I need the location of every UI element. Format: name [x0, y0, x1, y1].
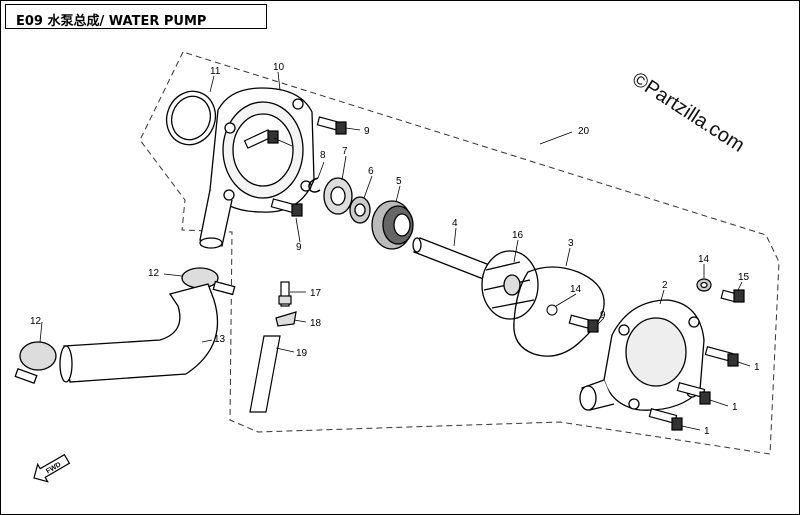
bolt-part-9 — [316, 116, 347, 135]
hose-clamp-part-12 — [181, 267, 236, 296]
callout-17: 17 — [310, 288, 322, 299]
callout-10: 10 — [273, 62, 285, 73]
gasket-part-3 — [513, 266, 605, 357]
callout-1: 1 — [732, 402, 738, 413]
washer-part-6 — [349, 196, 371, 224]
circlip-part-8 — [308, 177, 321, 193]
fwd-label: FWD — [45, 461, 62, 475]
callout-15: 15 — [738, 272, 750, 283]
hose-part-13 — [63, 283, 219, 383]
callout-labels: 11 10 9 8 7 6 5 9 20 4 16 3 14 15 2 12 1… — [30, 62, 760, 437]
callout-12: 12 — [30, 316, 42, 327]
callout-9: 9 — [296, 242, 302, 253]
callout-4: 4 — [452, 218, 458, 229]
bolt-part-1 — [676, 382, 711, 405]
callout-6: 6 — [368, 166, 374, 177]
bolt-part-15 — [720, 289, 745, 303]
callout-2: 2 — [662, 280, 668, 291]
impeller-part-16 — [481, 250, 539, 320]
pump-body-part-2 — [579, 299, 705, 411]
callout-14: 14 — [698, 254, 710, 265]
diagram-title: E09 水泵总成/ WATER PUMP — [16, 14, 207, 29]
callout-5: 5 — [396, 176, 402, 187]
mechanical-seal-part-5 — [371, 200, 414, 250]
title-box: E09 水泵总成/ WATER PUMP — [5, 4, 267, 29]
callout-3: 3 — [568, 238, 574, 249]
callout-11: 11 — [210, 66, 221, 77]
callout-9: 9 — [600, 310, 606, 321]
forward-arrow-icon: FWD — [33, 453, 71, 483]
clip-part-18 — [275, 311, 297, 327]
bearing-part-7 — [323, 177, 353, 215]
callout-19: 19 — [296, 348, 308, 359]
callout-1: 1 — [704, 426, 710, 437]
fitting-part-17 — [278, 281, 292, 307]
washer-part-14 — [696, 278, 712, 292]
callout-1: 1 — [754, 362, 760, 373]
leader-lines — [39, 71, 751, 431]
callout-12: 12 — [148, 268, 160, 279]
callout-16: 16 — [512, 230, 524, 241]
pump-shaft-part-4 — [412, 237, 493, 281]
callout-20: 20 — [578, 126, 590, 137]
pump-cover-part-10 — [199, 87, 315, 249]
hose-clamp-part-12 — [14, 341, 57, 385]
tube-part-19 — [249, 335, 281, 413]
callout-9: 9 — [364, 126, 370, 137]
callout-13: 13 — [214, 334, 226, 345]
callout-7: 7 — [342, 146, 348, 157]
o-ring-part-11 — [165, 90, 217, 146]
bolt-part-9 — [568, 314, 599, 333]
callout-18: 18 — [310, 318, 322, 329]
callout-8: 8 — [320, 150, 326, 161]
bolt-part-1 — [648, 408, 683, 431]
hose-end — [59, 345, 73, 383]
bolt-part-1 — [704, 346, 739, 367]
bolt-part-9 — [270, 198, 303, 217]
gasket-hole — [546, 304, 558, 316]
assembly-boundary — [139, 51, 780, 455]
bolt-part-9 — [243, 129, 279, 149]
callout-14: 14 — [570, 284, 582, 295]
